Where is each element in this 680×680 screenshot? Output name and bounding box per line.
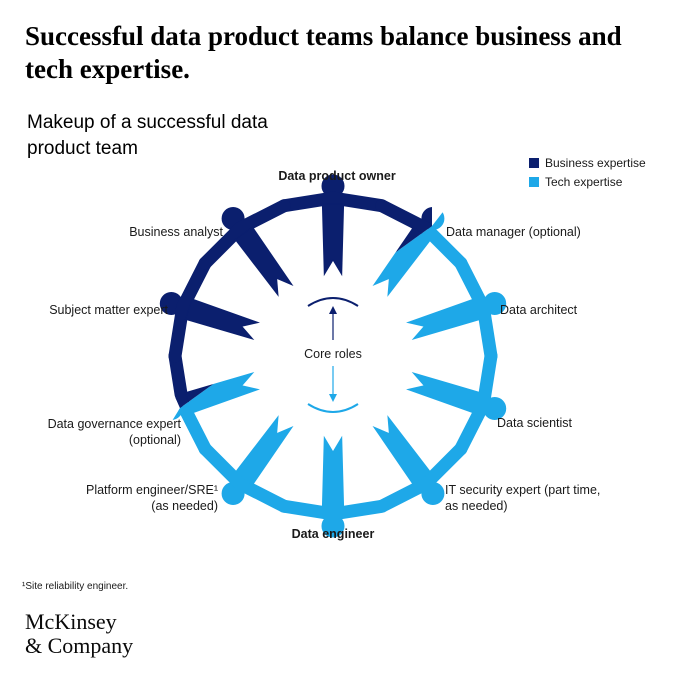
core-arrowhead-down: [329, 394, 337, 402]
legend-label-tech: Tech expertise: [545, 174, 623, 189]
role-data-architect: Data architect: [500, 303, 578, 317]
person-body: [406, 298, 482, 341]
role-data-product-owner: Data product owner: [278, 169, 396, 183]
core-arrowhead-up: [329, 306, 337, 314]
legend-label-business: Business expertise: [545, 155, 646, 170]
person-body: [372, 226, 432, 297]
footnote: ¹Site reliability engineer.: [22, 581, 129, 592]
legend: Business expertise Tech expertise: [529, 153, 646, 191]
role-it-security-expert: IT security expert (part time,: [445, 483, 600, 497]
person-arms: [277, 499, 389, 521]
role-data-engineer: Data engineer: [292, 527, 375, 541]
legend-swatch-tech: [529, 176, 539, 187]
role-data-governance-expert: Data governance expert: [48, 417, 182, 431]
logo-line-2: & Company: [25, 633, 134, 658]
person-body: [321, 435, 345, 509]
subtitle: Makeup of a successful data product team: [27, 112, 268, 159]
person-arms: [454, 256, 498, 363]
core-arc-bottom: [307, 403, 359, 413]
core-roles-label: Core roles: [304, 347, 362, 361]
core-arc-top: [307, 297, 359, 307]
person-body: [406, 371, 482, 414]
mckinsey-logo: McKinsey & Company: [25, 610, 133, 658]
person-arms: [198, 442, 291, 513]
role-platform-engineer-note: (as needed): [151, 499, 218, 513]
person-body: [372, 415, 432, 486]
role-it-security-note: as needed): [445, 499, 508, 513]
role-data-governance-optional: (optional): [129, 433, 181, 447]
role-data-scientist: Data scientist: [497, 416, 573, 430]
legend-item-tech: Tech expertise: [529, 172, 646, 191]
role-platform-engineer: Platform engineer/SRE¹: [86, 483, 218, 497]
legend-item-business: Business expertise: [529, 153, 646, 172]
legend-swatch-business: [529, 157, 539, 168]
person-arms: [454, 349, 498, 456]
logo-line-1: McKinsey: [25, 609, 117, 634]
role-subject-matter-expert: Subject matter expert: [49, 303, 168, 317]
person-arms: [375, 442, 468, 513]
role-business-analyst: Business analyst: [129, 225, 223, 239]
role-data-manager: Data manager (optional): [446, 225, 581, 239]
headline: Successful data product teams balance bu…: [25, 21, 622, 84]
person-body: [234, 415, 294, 486]
